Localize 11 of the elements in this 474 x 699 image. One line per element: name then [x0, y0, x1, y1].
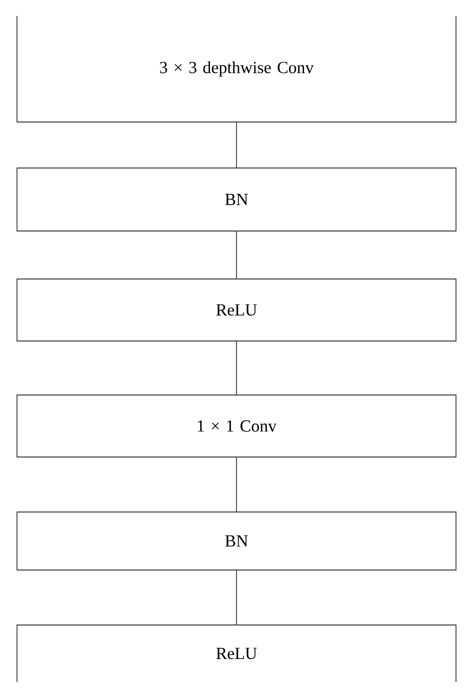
process-box: ReLU: [16, 624, 456, 682]
connector-line: [236, 122, 237, 168]
connector-line: [236, 570, 237, 625]
process-box: BN: [16, 168, 456, 232]
connector-line: [236, 341, 237, 395]
process-box: 1 × 1 Conv: [16, 394, 456, 458]
process-box: 3 × 3 depthwise Conv: [16, 16, 456, 122]
connector-line: [236, 231, 237, 279]
connector-line: [236, 457, 237, 512]
process-box: ReLU: [16, 278, 456, 342]
process-box: BN: [16, 512, 456, 570]
